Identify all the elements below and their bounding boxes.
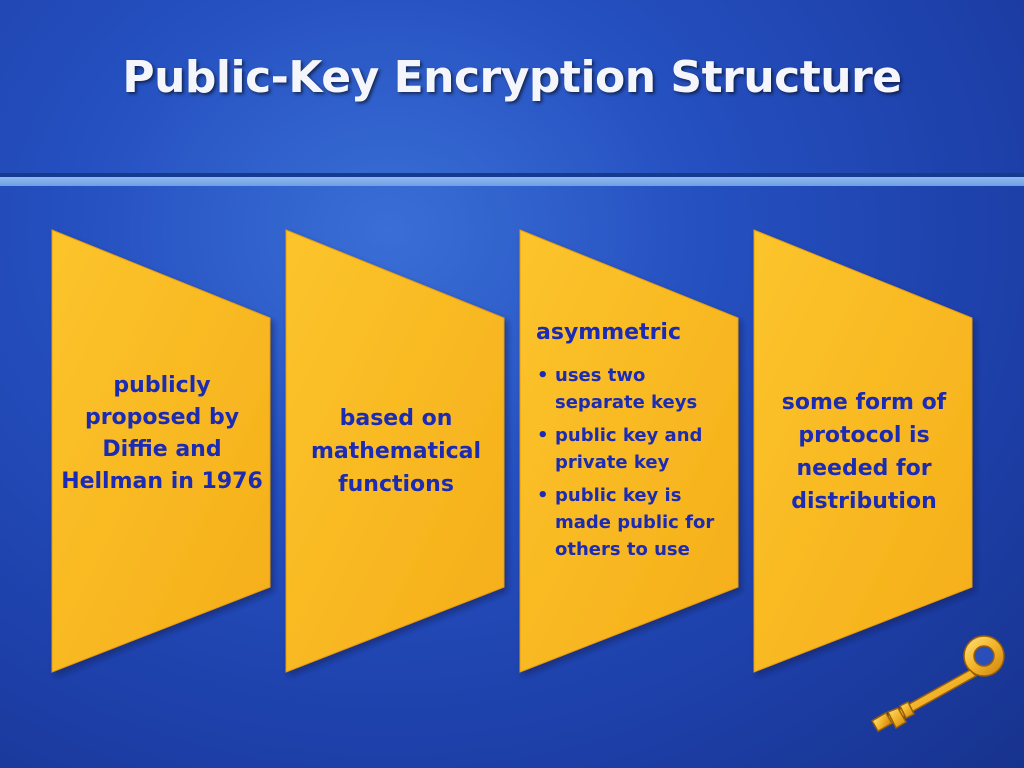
title-divider bbox=[0, 177, 1024, 186]
card-3-shape bbox=[519, 229, 739, 673]
slide-title: Public-Key Encryption Structure bbox=[122, 52, 902, 103]
card-2-shape bbox=[285, 229, 505, 673]
list-item: • public key is made public for others to… bbox=[536, 482, 732, 563]
bullet-icon: • bbox=[537, 365, 549, 386]
card-1-text: publicly proposed by Diffie and Hellman … bbox=[61, 373, 263, 494]
bullet-icon: • bbox=[537, 425, 549, 446]
bullet-text: uses two separate keys bbox=[555, 365, 698, 413]
golden-key-icon bbox=[871, 635, 1005, 733]
card-1-shape bbox=[51, 229, 271, 673]
card-2-text: based on mathematical functions bbox=[310, 406, 482, 497]
card-3-bullet-list: • uses two separate keys • public key and … bbox=[536, 362, 732, 563]
card-4-shape bbox=[753, 229, 973, 673]
card-4-text: some form of protocol is needed for dist… bbox=[781, 390, 947, 514]
list-item: • uses two separate keys bbox=[536, 362, 732, 416]
card-3-heading: asymmetric bbox=[536, 320, 681, 345]
title-divider-shadow bbox=[0, 173, 1024, 177]
card-3-content: asymmetric • uses two separate keys • publ… bbox=[536, 318, 732, 569]
bullet-icon: • bbox=[537, 485, 549, 506]
bullet-text: public key is made public for others to … bbox=[555, 485, 715, 560]
list-item: • public key and private key bbox=[536, 422, 732, 476]
bullet-text: public key and private key bbox=[555, 425, 703, 473]
